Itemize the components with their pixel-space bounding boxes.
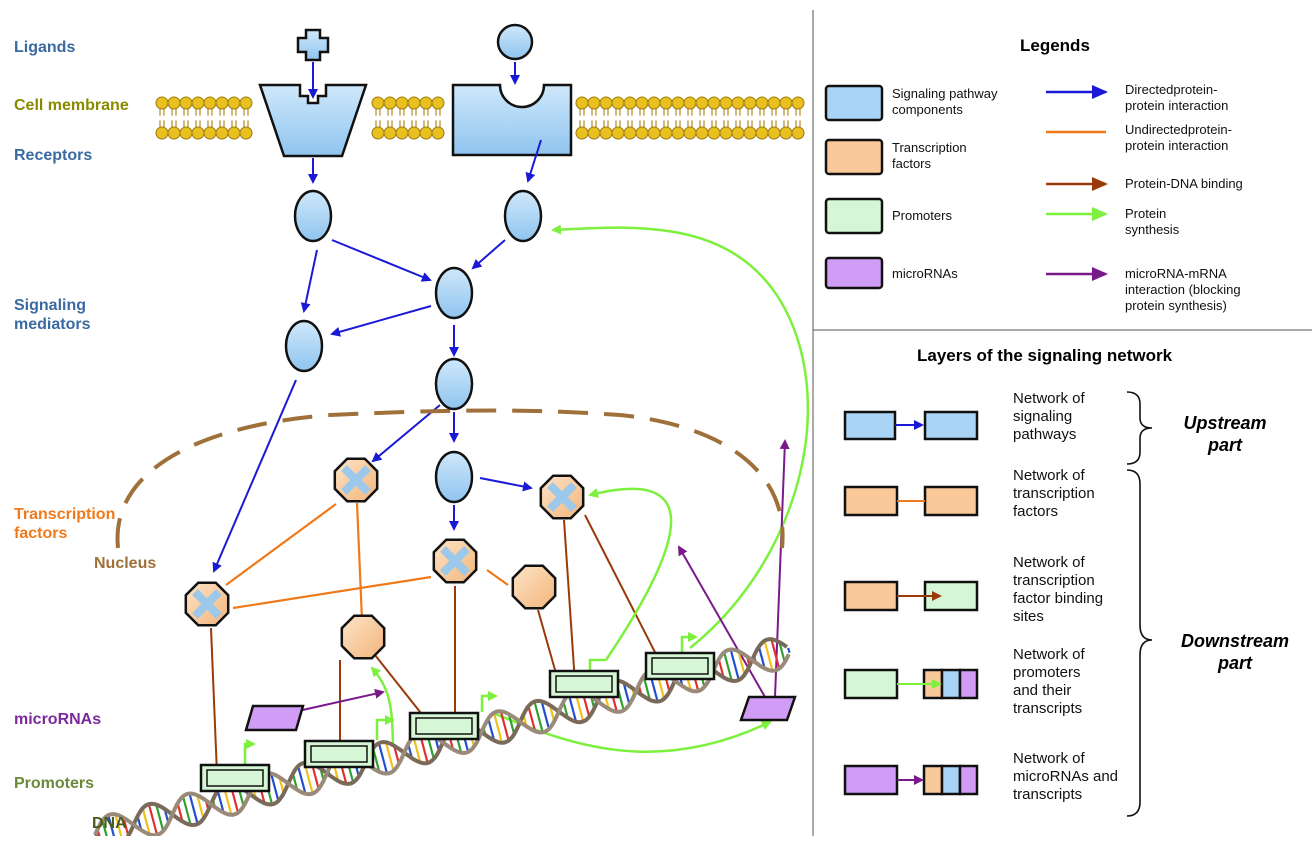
label-receptors: Receptors [14, 146, 92, 165]
receptor-right [453, 85, 571, 155]
transcription-factor-node [186, 583, 228, 625]
layer-diagram-promoters [845, 670, 977, 698]
legend-label-undirected: Undirectedprotein- protein interaction [1125, 122, 1232, 154]
legend-label-directed: Directedprotein- protein interaction [1125, 82, 1228, 114]
edge-m2-m3 [473, 240, 505, 268]
edge-m6-tf5 [480, 478, 531, 488]
edge-tf1-tf4 [233, 577, 431, 608]
mediator-node [436, 452, 472, 502]
transcription-factor-node [342, 616, 384, 658]
legend-swatch-tf [826, 140, 882, 174]
legend-label-synthesis: Protein synthesis [1125, 206, 1179, 238]
legend-swatch-microrna [826, 258, 882, 288]
legend-node-swatches [826, 86, 882, 288]
upstream-part-label: Upstream part [1160, 412, 1290, 456]
promoter-node [550, 671, 618, 697]
layer-diagram-signaling [845, 412, 977, 439]
layer-diagram-tf [845, 487, 977, 515]
transcription-factor-node [434, 540, 476, 582]
label-cell-membrane: Cell membrane [14, 96, 129, 115]
edge-p2-tf2 [372, 668, 393, 745]
brace-upstream [1127, 392, 1152, 464]
legend-label-signaling: Signaling pathway components [892, 86, 998, 118]
legend-label-tf: Transcription factors [892, 140, 967, 172]
edge-m3-m4 [332, 306, 431, 334]
signaling-mediators [286, 191, 541, 502]
layer-diagram-tfbs [845, 582, 977, 610]
edge-p4-synth [590, 660, 606, 670]
layer-diagram-micrornas [845, 766, 977, 794]
legend-label-microrna: microRNAs [892, 266, 958, 282]
edge-p3-synth [482, 696, 496, 712]
ligand-circle [498, 25, 532, 59]
ligand-cross [298, 30, 328, 60]
edge-m1-m3 [332, 240, 430, 280]
label-ligands: Ligands [14, 38, 75, 57]
edge-m1-m4 [304, 250, 317, 311]
layer-label-tfbs: Network of transcription factor binding … [1013, 554, 1103, 626]
layers-title: Layers of the signaling network [917, 346, 1172, 366]
label-nucleus: Nucleus [94, 554, 156, 573]
promoter-node [305, 741, 373, 767]
label-micrornas: microRNAs [14, 710, 101, 729]
legend-edge-samples [1046, 92, 1106, 274]
edge-p5-m2 [553, 228, 808, 648]
transcription-factor-node [513, 566, 555, 608]
legend-label-protein-dna: Protein-DNA binding [1125, 176, 1243, 192]
mediator-node [436, 268, 472, 318]
microrna-node [246, 706, 303, 730]
transcription-factors [186, 459, 583, 658]
edge-tf4-tf6 [487, 570, 508, 585]
mediator-node [286, 321, 322, 371]
label-transcription-factors: Transcription factors [14, 505, 115, 543]
edge-p1-mir1 [245, 744, 254, 764]
edge-tf3-tf2 [357, 503, 362, 620]
legend-swatch-signaling [826, 86, 882, 120]
label-dna: DNA [92, 814, 127, 833]
edge-tf1-p1 [211, 628, 217, 774]
edge-tf5-p4 [564, 520, 575, 683]
legends-title: Legends [1020, 36, 1090, 56]
layer-label-signaling: Network of signaling pathways [1013, 390, 1085, 444]
edge-p4-tf5 [590, 489, 671, 660]
brace-downstream [1127, 470, 1152, 816]
edge-tf1-tf3 [226, 504, 336, 585]
mediator-node [505, 191, 541, 241]
legend-swatch-promoter [826, 199, 882, 233]
mediator-node [295, 191, 331, 241]
microrna-node [741, 697, 795, 720]
transcription-factor-node [335, 459, 377, 501]
transcription-factor-node [541, 476, 583, 518]
label-promoters: Promoters [14, 774, 94, 793]
label-signaling-mediators: Signaling mediators [14, 296, 90, 334]
legend-label-promoter: Promoters [892, 208, 952, 224]
promoter-node [410, 713, 478, 739]
legend-label-mirna: microRNA-mRNA interaction (blocking prot… [1125, 266, 1241, 314]
layer-label-micrornas: Network of microRNAs and transcripts [1013, 750, 1118, 804]
layer-label-promoters: Network of promoters and their transcrip… [1013, 646, 1085, 718]
mediator-node [436, 359, 472, 409]
layer-label-tf: Network of transcription factors [1013, 467, 1095, 521]
promoter-node [201, 765, 269, 791]
edge-p2-synth [377, 720, 393, 740]
promoter-node [646, 653, 714, 679]
downstream-part-label: Downstream part [1160, 630, 1310, 674]
